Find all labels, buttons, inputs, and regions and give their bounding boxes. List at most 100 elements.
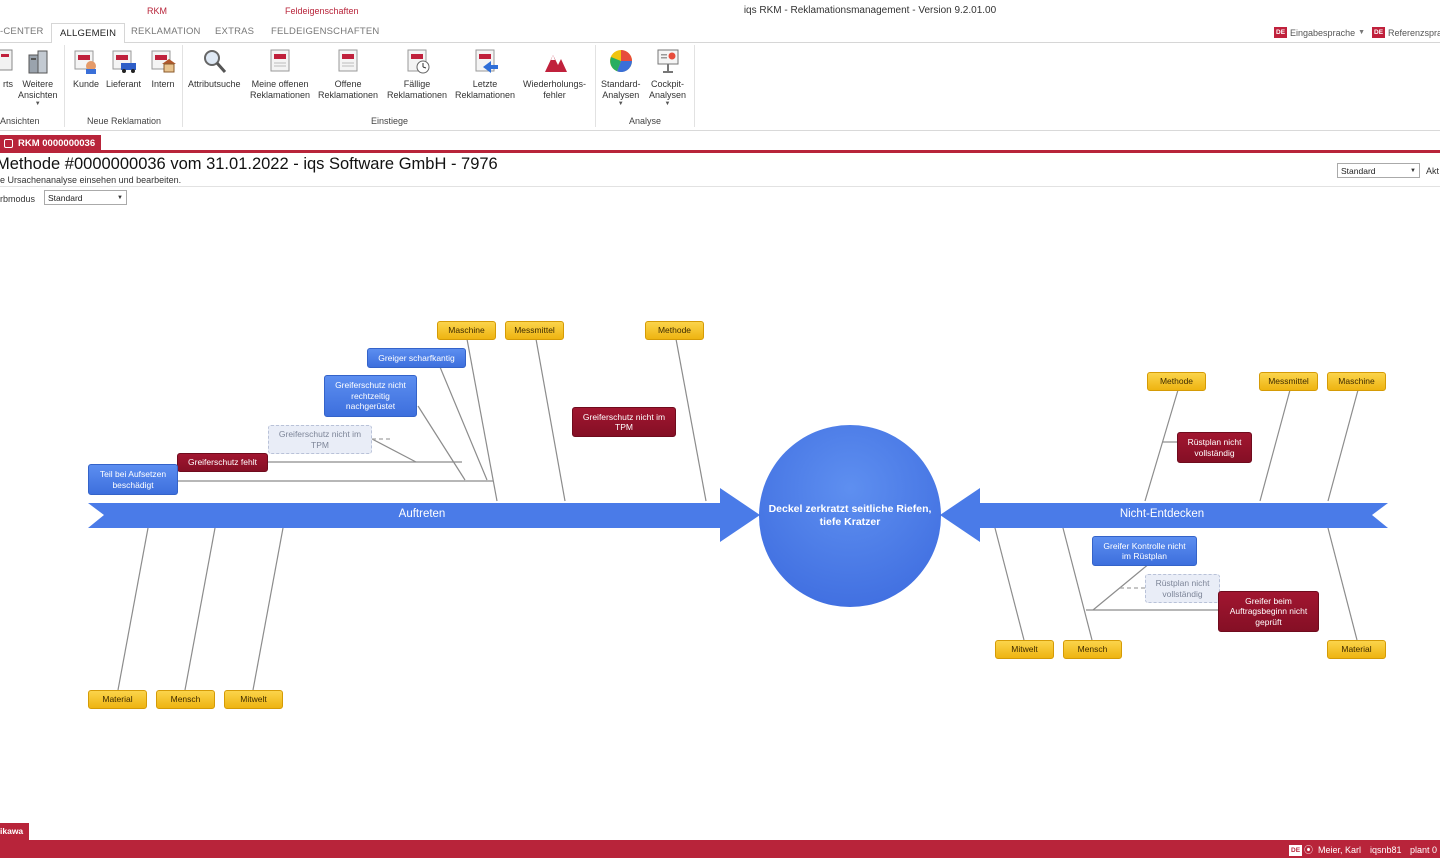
meine-offenen-label: Meine offenen Reklamationen [250,79,311,100]
bone-label-auftreten: Auftreten [398,508,446,520]
kunde-label: Kunde [72,79,100,89]
weitere-ansichten-button[interactable]: Weitere Ansichten ▼ [18,47,58,107]
neue-lieferant-button[interactable]: Lieferant [106,47,141,90]
chevron-down-icon: ▼ [1410,167,1416,174]
context-label-rkm: RKM [147,6,167,16]
group-separator [182,45,183,127]
reports-button[interactable]: rts [0,47,22,90]
chevron-down-icon: ▼ [117,194,123,201]
eingabesprache-dropdown[interactable]: DE Eingabesprache ▼ [1274,27,1365,38]
group-label-einstiege: Einstiege [371,116,409,126]
chevron-down-icon: ▼ [1358,29,1366,36]
cause-greiger-scharfkantig[interactable]: Greiger scharfkantig [367,348,466,368]
category-material-left[interactable]: Material [88,690,147,709]
document-tab-rkm[interactable]: RKM 0000000036 [0,135,102,150]
category-maschine-right[interactable]: Maschine [1327,372,1386,391]
recent-arrow-icon [471,47,499,75]
cause-ruestplan-placeholder[interactable]: Rüstplan nicht vollständig [1145,574,1220,603]
page-subtitle: e Ursachenanalyse einsehen und bearbeite… [0,175,182,185]
cause-greifer-kontrolle[interactable]: Greifer Kontrolle nicht im Rüstplan [1092,536,1197,566]
letzte-label: Letzte Reklamationen [455,79,516,100]
cause-greiferschutz-fehlt[interactable]: Greiferschutz fehlt [177,453,268,472]
standard-analysen-button[interactable]: Standard- Analysen ▼ [601,47,641,107]
eingabesprache-label: Eingabesprache [1290,27,1356,38]
category-messmittel-right[interactable]: Messmittel [1259,372,1318,391]
context-label-feldeigenschaften: Feldeigenschaften [285,6,359,16]
group-separator [64,45,65,127]
standard-analysen-label: Standard- Analysen [601,79,641,100]
category-mensch-right[interactable]: Mensch [1063,640,1122,659]
tab-allgemein[interactable]: ALLGEMEIN [51,23,126,44]
meine-offenen-button[interactable]: Meine offenen Reklamationen [250,47,310,100]
document-icon [4,139,13,148]
tab-reklamation[interactable]: REKLAMATION [131,26,201,37]
referenzsprache-label: Referenzspra [1388,27,1440,38]
wiederholungsfehler-button[interactable]: Wiederholungs- fehler [523,47,586,100]
repeat-error-icon [541,47,569,75]
tab-extras[interactable]: EXTRAS [215,26,255,37]
group-separator [595,45,596,127]
category-mitwelt-right[interactable]: Mitwelt [995,640,1054,659]
chevron-down-icon: ▼ [664,101,671,107]
attributsuche-label: Attributsuche [188,79,241,89]
fishbone-head-problem[interactable]: Deckel zerkratzt seitliche Riefen, tiefe… [759,425,941,607]
internal-house-icon [149,47,177,75]
farbmodus-select-value: Standard [48,192,83,203]
category-messmittel-left[interactable]: Messmittel [505,321,564,340]
de-flag-icon: DE [1372,27,1386,38]
cause-ruestplan-nicht-vollstaendig[interactable]: Rüstplan nicht vollständig [1177,432,1252,463]
cause-greifer-auftragsbeginn[interactable]: Greifer beim Auftragsbeginn nicht geprüf… [1218,591,1319,632]
complaint-doc-icon [334,47,362,75]
faellige-reklamationen-button[interactable]: Fällige Reklamationen [387,47,447,100]
letzte-reklamationen-button[interactable]: Letzte Reklamationen [455,47,515,100]
category-methode-left[interactable]: Methode [645,321,704,340]
chevron-down-icon: ▼ [617,101,624,107]
de-flag-icon: DE [1289,845,1303,856]
page-title: Methode #0000000036 vom 31.01.2022 - iqs… [0,155,498,173]
header-divider [0,186,1440,187]
complaint-doc-icon [266,47,294,75]
due-clock-icon [403,47,431,75]
lieferant-label: Lieferant [106,79,142,89]
category-methode-right[interactable]: Methode [1147,372,1206,391]
tab-center[interactable]: -CENTER [0,26,44,37]
report-icon [0,47,22,75]
cockpit-analysen-button[interactable]: Cockpit- Analysen ▼ [649,47,686,107]
attributsuche-button[interactable]: Attributsuche [188,47,241,90]
cause-greiferschutz-nicht-im-tpm[interactable]: Greiferschutz nicht im TPM [572,407,676,437]
ribbon: rts Weitere Ansichten ▼ Kunde Lieferant [0,43,1440,131]
status-host: iqsnb81 [1370,845,1402,855]
ishikawa-bottom-tab[interactable]: ikawa [0,823,30,840]
referenzsprache-dropdown[interactable]: DE Referenzspra [1372,27,1440,38]
category-maschine-left[interactable]: Maschine [437,321,496,340]
status-de-badge: DE [1289,844,1303,856]
category-material-right[interactable]: Material [1327,640,1386,659]
aktionen-label[interactable]: Akt [1426,166,1440,176]
status-plant: plant 0 [1410,845,1438,855]
view-select[interactable]: Standard ▼ [1337,163,1420,178]
cause-teil-aufsetzen-beschaedigt[interactable]: Teil bei Aufsetzen beschädigt [88,464,178,495]
group-label-neue-reklamation: Neue Reklamation [87,116,162,126]
tab-feldeigenschaften[interactable]: FELDEIGENSCHAFTEN [271,26,380,37]
cause-greiferschutz-nachgeruestet[interactable]: Greiferschutz nicht rechtzeitig nachgerü… [324,375,417,417]
view-select-value: Standard [1341,165,1376,176]
group-label-analyse: Analyse [629,116,662,126]
category-mitwelt-left[interactable]: Mitwelt [224,690,283,709]
offene-reklamationen-button[interactable]: Offene Reklamationen [318,47,378,100]
farbmodus-select[interactable]: Standard ▼ [44,190,127,205]
left-main-bone [88,488,760,542]
farbmodus-label: rbmodus [0,194,36,204]
cause-greiferschutz-tpm-placeholder[interactable]: Greiferschutz nicht im TPM [268,425,372,454]
customer-complaint-icon [72,47,100,75]
de-flag-icon: DE [1274,27,1288,38]
ishikawa-canvas[interactable]: Auftreten Nicht-Entdecken Deckel zerkrat… [0,188,1440,838]
views-icon [24,47,52,75]
pie-chart-icon [607,47,635,75]
ribbon-tabs: -CENTER ALLGEMEIN REKLAMATION EXTRAS FEL… [0,22,1440,44]
fishbone-lines [88,338,1388,691]
category-mensch-left[interactable]: Mensch [156,690,215,709]
neue-intern-button[interactable]: Intern [149,47,177,90]
group-separator [694,45,695,127]
neue-kunde-button[interactable]: Kunde [72,47,100,90]
